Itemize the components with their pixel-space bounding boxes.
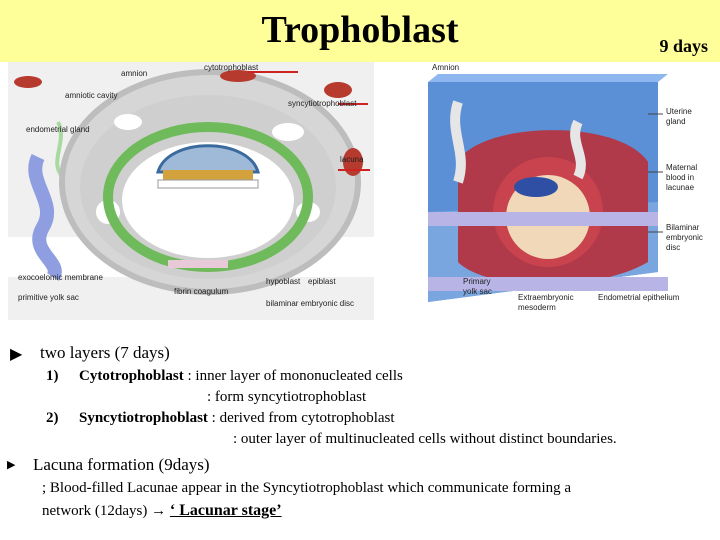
lacuna-line-2: network (12days) → ‘ Lacunar stage’ [42,502,282,520]
cyto-desc: : inner layer of mononucleated cells [183,368,403,384]
label-primary-2: yolk sac [463,287,492,296]
body-text: ▶ two layers (7 days) 1) Cytotrophoblast… [0,335,720,540]
syn-desc: : derived from cytotrophoblast [207,410,395,426]
implantation-svg-left: amnion cytotrophoblast amniotic cavity s… [8,62,374,320]
bullet-two-layers: two layers (7 days) [40,343,170,362]
label-primary-1: Primary [463,277,491,286]
label-amnion: amnion [121,69,147,78]
implantation-diagram-right: Amnion Uterine gland Maternal blood in l… [418,62,718,320]
label-fibrin-coagulum: fibrin coagulum [174,287,229,296]
label-exocoelomic-membrane: exocoelomic membrane [18,273,103,282]
label-bilaminar-2: embryonic [666,233,703,242]
label-endometrial-gland: endometrial gland [26,125,90,134]
label-maternal-3: lacunae [666,183,695,192]
label-maternal-1: Maternal [666,163,697,172]
syn-term: Syncytiotrophoblast [79,410,208,426]
label-syncytiotrophoblast: syncytiotrophoblast [288,99,357,108]
cyto-line: Cytotrophoblast : inner layer of mononuc… [79,368,403,385]
item-number-1: 1) [46,368,59,384]
label-primitive-yolk-sac: primitive yolk sac [18,293,79,302]
label-amnion-r: Amnion [432,63,459,72]
bullet-arrow-icon-2: ▶ [7,458,16,471]
implantation-svg-right: Amnion Uterine gland Maternal blood in l… [428,63,703,312]
lacuna-network: network (12days) → [42,503,170,519]
label-cytotrophoblast: cytotrophoblast [204,63,259,72]
label-endometrial-epithelium: Endometrial epithelium [598,293,680,302]
label-amniotic-cavity: amniotic cavity [65,91,117,100]
title-bar [0,0,720,62]
label-bilaminar-3: disc [666,243,680,252]
cyto-desc-2: : form syncytiotrophoblast [207,389,367,405]
lacuna-line-1: ; Blood-filled Lacunae appear in the Syn… [42,480,572,496]
label-extra-2: mesoderm [518,303,556,312]
label-extra-1: Extraembryonic [518,293,574,302]
lacunar-stage: ‘ Lacunar stage’ [169,502,282,519]
syn-line: Syncytiotrophoblast : derived from cytot… [79,410,395,427]
days-label: 9 days [659,36,708,56]
label-maternal-2: blood in [666,173,694,182]
label-lacuna: lacuna [340,155,364,164]
slide-title: Trophoblast [261,9,459,51]
label-hypoblast: hypoblast [266,277,301,286]
cyto-term: Cytotrophoblast [79,368,184,384]
label-bilaminar-embryonic-disc: bilaminar embryonic disc [266,299,354,308]
item-number-2: 2) [46,410,59,426]
label-uterine-2: gland [666,117,686,126]
syn-desc-2: : outer layer of multinucleated cells wi… [233,431,617,447]
label-uterine-1: Uterine [666,107,692,116]
label-epiblast: epiblast [308,277,336,286]
label-bilaminar-1: Bilaminar [666,223,700,232]
implantation-diagram-left: amnion cytotrophoblast amniotic cavity s… [8,62,374,320]
bullet-lacuna: Lacuna formation (9days) [33,455,210,474]
bullet-arrow-icon: ▶ [10,344,23,363]
